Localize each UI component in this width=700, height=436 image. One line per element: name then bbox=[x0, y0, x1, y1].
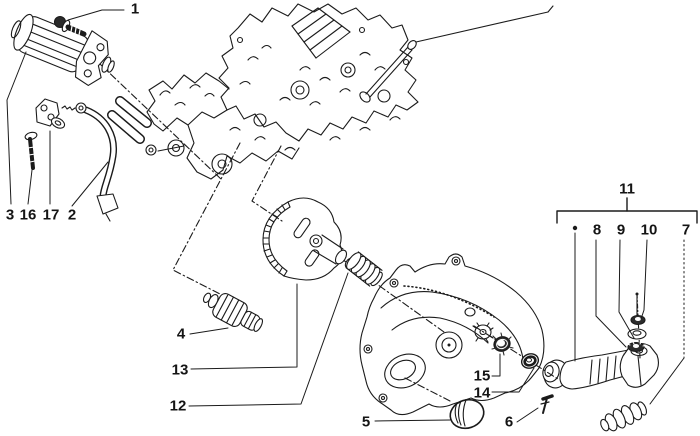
kick-grip-part7 bbox=[600, 401, 648, 432]
lever-bolt-stack bbox=[626, 292, 647, 353]
callout-17: 17 bbox=[42, 206, 60, 224]
starter-bolt-part1 bbox=[53, 15, 87, 37]
locknut-part15 bbox=[491, 332, 514, 356]
callout-2: 2 bbox=[67, 206, 77, 224]
sector-gear-part13 bbox=[262, 197, 354, 281]
callout-8: 8 bbox=[592, 221, 602, 239]
callout-10: 10 bbox=[640, 221, 658, 239]
callout-4: 4 bbox=[176, 325, 186, 343]
bracket-part17 bbox=[35, 98, 76, 129]
callout-7: 7 bbox=[681, 221, 691, 239]
starter-motor-drawing bbox=[10, 13, 115, 86]
callout-9: 9 bbox=[616, 221, 626, 239]
group-bracket-11 bbox=[556, 197, 698, 224]
cover-cap-part5 bbox=[449, 398, 485, 430]
linkage-rod-drawing bbox=[359, 5, 554, 103]
callout-16: 16 bbox=[19, 206, 37, 224]
starter-pinion-part4 bbox=[202, 292, 264, 332]
callout-13: 13 bbox=[171, 361, 189, 379]
bolt-part6 bbox=[540, 394, 554, 414]
starter-cable-part2 bbox=[75, 102, 119, 222]
callout-5: 5 bbox=[361, 413, 371, 431]
stud-part16 bbox=[24, 131, 38, 170]
transmission-cover-drawing bbox=[359, 253, 545, 416]
callout-leader-lines bbox=[6, 9, 698, 423]
crankcase-drawing bbox=[107, 3, 419, 180]
callout-12: 12 bbox=[169, 397, 187, 415]
kickstart-lever-drawing bbox=[542, 342, 660, 390]
return-spring-part12 bbox=[345, 251, 383, 287]
callout-3: 3 bbox=[5, 206, 15, 224]
callout-6: 6 bbox=[504, 413, 514, 431]
callout-1: 1 bbox=[130, 0, 140, 18]
callout-14: 14 bbox=[473, 384, 491, 402]
assembly-axis-lines bbox=[99, 63, 641, 403]
washer-part14 bbox=[520, 353, 540, 369]
callout-11: 11 bbox=[619, 180, 635, 198]
callout-15: 15 bbox=[473, 367, 491, 385]
